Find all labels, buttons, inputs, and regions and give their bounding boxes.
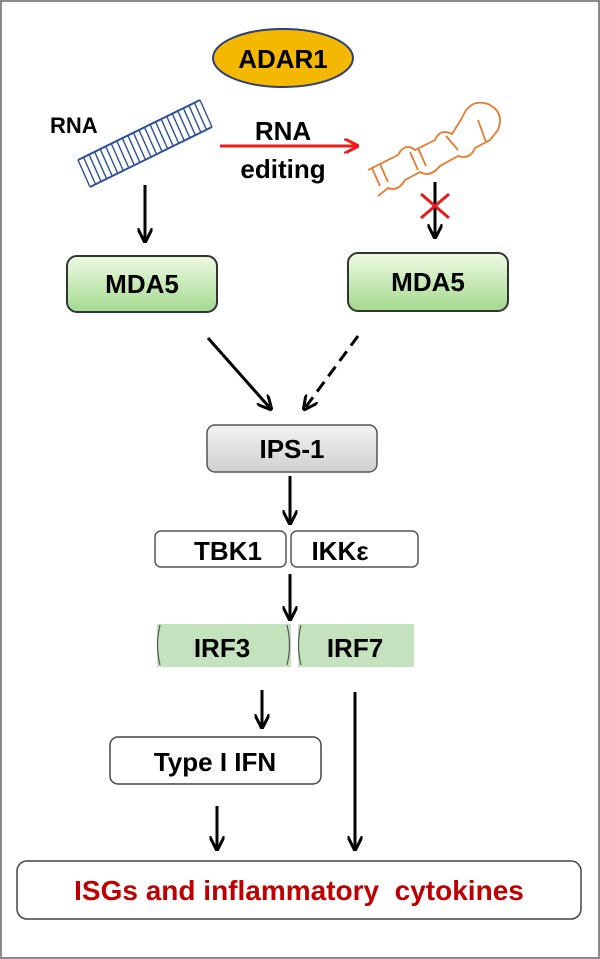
dsrna-rung [154,121,169,150]
mda5-right-node: MDA5 [347,252,509,312]
blocked-arrow [420,182,450,236]
dsrna-rung [121,137,136,166]
type1-ifn-node: Type I IFN [109,736,322,785]
editing-label-line2: editing [240,154,325,184]
dsrna-icon [77,99,213,188]
mda5-left-node: MDA5 [66,255,218,313]
arrow-mda5-left-to-ips1 [206,337,270,408]
tbk1-label: TBK1 [194,536,262,566]
dsrna-rung [99,148,113,177]
dsrna-rung [127,135,141,163]
irf7-node: IRF7 [297,624,414,667]
rna-label: RNA [50,113,98,138]
edited-rna-rung [379,163,389,183]
dsrna-rung [132,132,147,161]
dsrna-rung [149,124,163,152]
dsrna-rung [188,105,202,133]
dsrna-rung [160,118,174,147]
dsrna-rung [105,146,119,174]
isgs-node: ISGs and inflammatory cytokines [16,860,582,920]
mda5-right-label: MDA5 [391,267,465,297]
mda5-left-label: MDA5 [105,269,179,299]
ips1-label: IPS-1 [259,434,324,464]
dsrna-rung [116,140,130,169]
adar1-node: ADAR1 [212,28,354,88]
adar1-label: ADAR1 [238,44,328,74]
dsrna-rung [110,143,124,171]
dsrna-rung [166,116,180,144]
dsrna-rung [77,159,91,188]
edited-rna-rung [477,119,487,143]
dsrna-rung [171,113,185,141]
edited-rna-rung [409,151,419,171]
dsrna-rung [193,102,208,131]
type1-ifn-label: Type I IFN [154,747,276,777]
dsrna-rung [143,126,158,155]
dsrna-rung [199,99,213,128]
ikke-label: IKKε [311,536,368,566]
edited-rna-rung [417,147,427,167]
irf7-label: IRF7 [327,633,383,663]
dsrna-rung [177,110,191,139]
irf3-label: IRF3 [194,633,250,663]
isgs-label: ISGs and inflammatory cytokines [74,875,524,906]
edited-rna-icon [367,101,501,197]
ips1-node: IPS-1 [206,424,378,473]
dsrna-rung [138,129,152,158]
dsrna-rung [93,151,108,180]
dsrna-rung [182,107,197,136]
irf3-node: IRF3 [156,624,291,667]
tbk1-node: TBK1 [154,530,287,568]
editing-label-line1: RNA [255,116,312,146]
dsrna-rung [88,154,102,182]
dsrna-rung [82,156,97,185]
ikke-node: IKKε [290,530,419,568]
edited-rna-rung [445,135,459,151]
arrow-mda5-right-to-ips1-dashed [305,335,360,408]
edited-rna-rung [371,167,381,187]
